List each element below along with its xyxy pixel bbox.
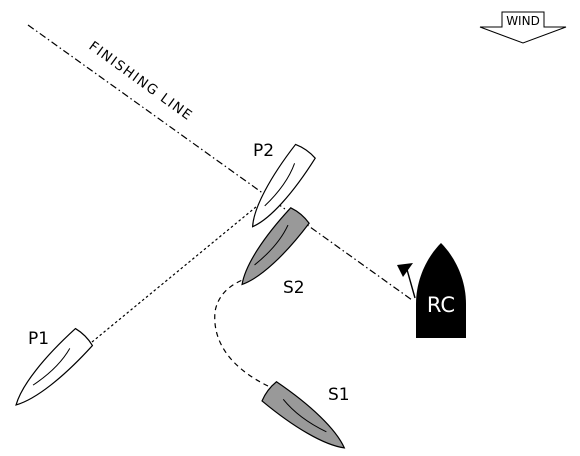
- committee-flag-pole: [405, 265, 416, 299]
- boat-p1-label: P1: [28, 329, 49, 349]
- boat-p2-hull: [251, 143, 316, 228]
- boat-s1-label: S1: [328, 385, 350, 405]
- boat-s2-label: S2: [283, 278, 305, 298]
- wind-indicator: WIND: [479, 11, 567, 44]
- boat-p2: [251, 143, 316, 228]
- boat-p1-sail: [32, 348, 71, 386]
- s1-track: [214, 277, 269, 387]
- boat-s2-sail: [254, 224, 289, 266]
- boat-s1-hull: [261, 380, 346, 449]
- boat-s2-hull: [241, 207, 310, 286]
- finishing-line: [27, 24, 413, 301]
- committee-boat-hull: [416, 243, 466, 338]
- boat-p2-label: P2: [253, 141, 274, 161]
- boat-p2-sail: [264, 163, 296, 207]
- boat-s1: [261, 380, 346, 449]
- p1-track: [91, 201, 263, 343]
- boat-s2: [241, 207, 310, 286]
- boat-s1-sail: [282, 399, 327, 433]
- committee-boat-label: RC: [427, 293, 455, 317]
- wind-arrow: [479, 11, 567, 44]
- boat-p1: [15, 327, 94, 406]
- boat-p1-hull: [15, 327, 94, 406]
- committee-boat: RC: [397, 243, 466, 338]
- committee-flag-icon: [397, 263, 413, 277]
- wind-label: WIND: [506, 14, 540, 28]
- finishing-line-label: FINISHING LINE: [86, 38, 196, 124]
